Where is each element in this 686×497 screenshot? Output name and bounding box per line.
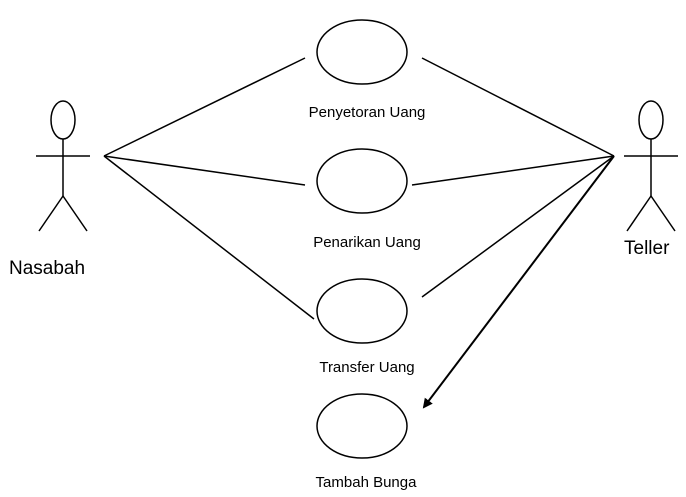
association-teller-tambah-bunga-arrow (422, 155, 615, 409)
actor-label-teller: Teller (624, 238, 670, 259)
use-case-transfer-uang (316, 278, 408, 344)
use-case-tambah-bunga (316, 393, 408, 459)
association-nasabah-penyetoran (103, 57, 306, 157)
actor-nasabah-left-leg (38, 195, 64, 232)
actor-nasabah-figure (36, 100, 90, 232)
actor-teller-figure (624, 100, 678, 232)
use-case-label-tambah-bunga: Tambah Bunga (315, 474, 417, 491)
association-teller-penyetoran (421, 57, 615, 157)
actor-teller-right-leg (650, 195, 676, 232)
association-teller-penarikan (411, 155, 615, 186)
actor-label-nasabah: Nasabah (9, 258, 86, 279)
use-case-label-penarikan: Penarikan Uang (313, 234, 421, 251)
actor-nasabah-head (50, 100, 76, 140)
use-case-penyetoran-uang (316, 19, 408, 85)
association-nasabah-penarikan (103, 155, 306, 186)
actor-teller-left-leg (626, 195, 652, 232)
actor-teller-head (638, 100, 664, 140)
actor-nasabah-right-leg (62, 195, 88, 232)
use-case-penarikan-uang (316, 148, 408, 214)
use-case-label-penyetoran: Penyetoran Uang (308, 104, 426, 121)
association-teller-transfer (421, 155, 615, 298)
association-nasabah-transfer (103, 155, 315, 320)
use-case-label-transfer: Transfer Uang (319, 359, 415, 376)
